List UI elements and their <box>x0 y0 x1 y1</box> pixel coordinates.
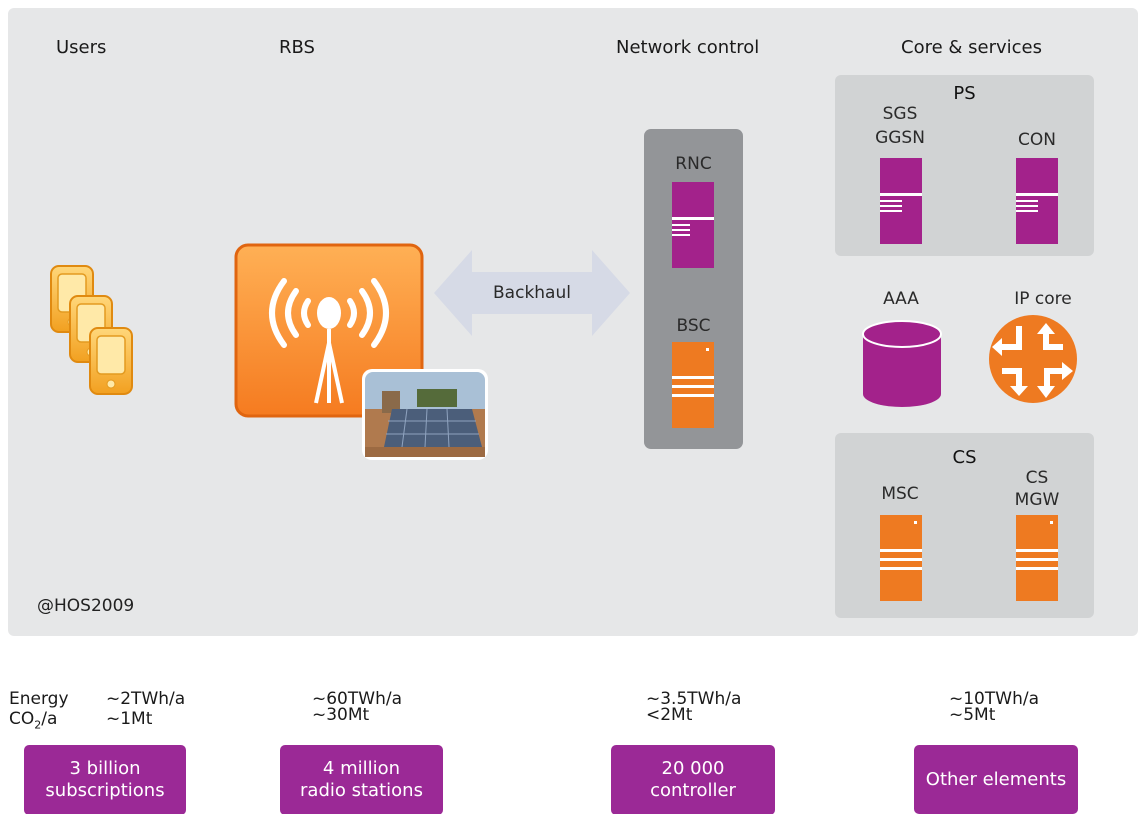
backhaul-label: Backhaul <box>493 283 571 303</box>
users-count-line1: 3 billion <box>69 758 141 779</box>
server-led <box>706 348 709 351</box>
rnc-label: RNC <box>675 154 712 174</box>
header-core-services: Core & services <box>901 37 1042 58</box>
server-slot <box>1016 567 1058 570</box>
users-count-line2: subscriptions <box>45 780 165 801</box>
sgs-label-line2: GGSN <box>875 128 925 148</box>
control-count-box: 20 000 controller <box>611 745 775 814</box>
control-count-line2: controller <box>650 780 736 801</box>
server-slot <box>1016 549 1058 552</box>
co2-legend: CO2/a <box>9 709 58 732</box>
server-slot <box>880 567 922 570</box>
rbs-count-box: 4 million radio stations <box>280 745 443 814</box>
server-slot <box>1016 200 1038 202</box>
cs-title: CS <box>952 447 977 468</box>
server-slot <box>880 558 922 561</box>
solar-panel-photo <box>362 369 488 460</box>
ip-core-label: IP core <box>1014 289 1072 309</box>
server-slot <box>880 200 902 202</box>
router-icon <box>989 315 1077 403</box>
server-slot <box>672 229 690 231</box>
core-energy: ~10TWh/a <box>949 689 1039 709</box>
users-co2: ~1Mt <box>106 709 153 729</box>
server-slot <box>1016 205 1038 207</box>
server-slot <box>1016 210 1038 212</box>
msc-label: MSC <box>881 484 919 504</box>
header-users: Users <box>56 37 107 58</box>
server-slot <box>672 217 714 220</box>
server-slot <box>880 193 922 196</box>
double-arrow-icon <box>434 250 630 336</box>
energy-legend: Energy <box>9 689 69 709</box>
server-slot <box>672 224 690 226</box>
users-energy: ~2TWh/a <box>106 689 186 709</box>
server-slot <box>672 376 714 379</box>
rbs-co2: ~30Mt <box>312 705 370 725</box>
server-led <box>1050 521 1053 524</box>
server-slot <box>672 394 714 397</box>
control-energy: ~3.5TWh/a <box>646 689 742 709</box>
ps-title: PS <box>953 83 976 104</box>
server-slot <box>1016 193 1058 196</box>
rbs-energy: ~60TWh/a <box>312 689 402 709</box>
rbs-count-line1: 4 million <box>322 758 401 779</box>
server-slot <box>672 385 714 388</box>
database-icon <box>862 320 942 407</box>
aaa-label: AAA <box>883 289 919 309</box>
core-co2: ~5Mt <box>949 705 996 725</box>
con-label: CON <box>1018 130 1056 150</box>
bsc-label: BSC <box>676 316 711 336</box>
core-count-line1: Other elements <box>925 768 1067 790</box>
control-co2: <2Mt <box>646 705 693 725</box>
server-slot <box>1016 558 1058 561</box>
server-slot <box>672 234 690 236</box>
sgs-label-line1: SGS <box>882 104 918 124</box>
users-count-box: 3 billion subscriptions <box>24 745 186 814</box>
phone-icon <box>50 265 133 395</box>
mgw-label-line1: CS <box>1025 468 1049 488</box>
server-led <box>914 521 917 524</box>
mgw-label-line2: MGW <box>1014 490 1060 510</box>
rbs-count-line2: radio stations <box>300 780 423 801</box>
control-count-line1: 20 000 <box>661 758 725 779</box>
server-slot <box>880 549 922 552</box>
watermark-label: @HOS2009 <box>37 596 135 616</box>
header-network-control: Network control <box>616 37 760 58</box>
header-rbs: RBS <box>279 37 315 58</box>
server-slot <box>880 210 902 212</box>
server-slot <box>880 205 902 207</box>
core-count-box: Other elements <box>914 745 1078 814</box>
